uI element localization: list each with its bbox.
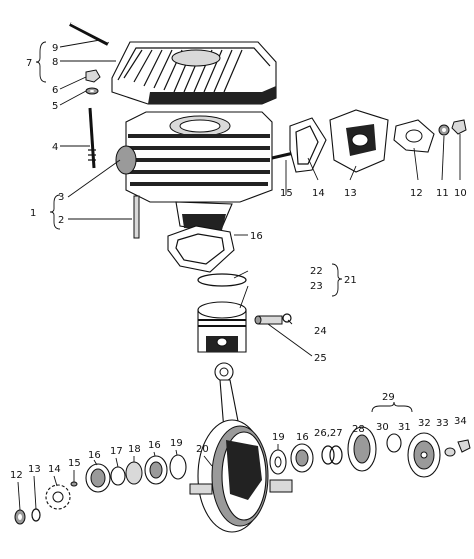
callout-3: 3 (58, 192, 64, 203)
washer-b33 (444, 447, 456, 457)
cylinder-pin (133, 195, 140, 239)
callout-1: 1 (30, 208, 36, 219)
callout-24: 24 (314, 326, 327, 337)
leader-lines (17, 39, 461, 511)
seal-b18 (125, 461, 143, 485)
cylinder-head (111, 41, 277, 105)
washer (85, 87, 99, 95)
crankshaft (189, 419, 293, 533)
callout-b33: 33 (436, 418, 449, 429)
callout-b28: 28 (352, 424, 365, 435)
callout-23: 23 (310, 281, 323, 292)
piston (197, 301, 247, 353)
nut-b12 (14, 509, 26, 525)
gasket-14 (289, 117, 327, 173)
callout-15: 15 (280, 188, 293, 199)
base-gasket (167, 225, 235, 273)
callout-b18: 18 (128, 444, 141, 455)
callout-11: 11 (436, 188, 449, 199)
seal-b19b (269, 449, 287, 475)
callout-10: 10 (454, 188, 467, 199)
callout-b16a: 16 (88, 450, 101, 461)
callout-b16b: 16 (148, 440, 161, 451)
callout-b30: 30 (376, 422, 389, 433)
callout-b12: 12 (10, 470, 23, 481)
callout-b29: 29 (382, 392, 395, 403)
head-stud (69, 22, 109, 46)
flange-12 (393, 119, 435, 153)
callout-16: 16 (250, 231, 263, 242)
callout-b14: 14 (48, 464, 61, 475)
cylinder-barrel (115, 111, 273, 233)
callout-6: 6 (52, 85, 58, 96)
nut-b34 (457, 439, 471, 453)
callout-2: 2 (58, 215, 64, 226)
callout-b32: 32 (418, 418, 431, 429)
callout-12: 12 (410, 188, 423, 199)
callout-5: 5 (52, 101, 58, 112)
spacer-b30 (386, 433, 402, 453)
intake-manifold (329, 109, 389, 173)
callout-b31: 31 (398, 422, 411, 433)
key-b15 (70, 481, 78, 487)
spacer-b17 (110, 466, 126, 486)
callout-7: 7 (26, 58, 32, 69)
callout-25: 25 (314, 353, 327, 364)
callout-b20: 20 (196, 444, 209, 455)
nut-10 (451, 119, 467, 135)
callout-14: 14 (312, 188, 325, 199)
head-nut (85, 69, 101, 83)
callout-labels: 1 2 3 4 5 6 7 8 9 15 14 13 12 11 10 16 2… (10, 43, 467, 481)
callout-b15: 15 (68, 458, 81, 469)
brackets (35, 41, 413, 413)
callout-b17: 17 (110, 446, 123, 457)
magneto-flywheel (407, 432, 441, 478)
callout-b34: 34 (454, 416, 467, 427)
bearing-b16c (290, 443, 314, 473)
sprocket (45, 484, 71, 510)
washer-11 (438, 124, 450, 136)
callout-22: 22 (310, 266, 323, 277)
callout-b2627: 26,27 (314, 428, 343, 439)
piston-pin (254, 315, 283, 325)
callout-b19b: 19 (272, 432, 285, 443)
cylinder-stud (88, 107, 96, 169)
callout-b19a: 19 (170, 438, 183, 449)
pin-clip (282, 313, 292, 323)
seal-b19a (169, 454, 187, 480)
callout-13: 13 (344, 188, 357, 199)
washer-b13 (31, 508, 41, 522)
callout-b13: 13 (28, 464, 41, 475)
callout-8: 8 (52, 57, 58, 68)
callout-9: 9 (52, 43, 58, 54)
bearing-b16b (144, 455, 168, 485)
piston-ring (197, 273, 247, 287)
callout-21: 21 (344, 275, 357, 286)
callout-b16c: 16 (296, 432, 309, 443)
bearing-b16a (85, 463, 111, 493)
rotor-b28 (347, 426, 377, 472)
callout-4: 4 (52, 142, 58, 153)
shim-b2627 (321, 445, 343, 465)
